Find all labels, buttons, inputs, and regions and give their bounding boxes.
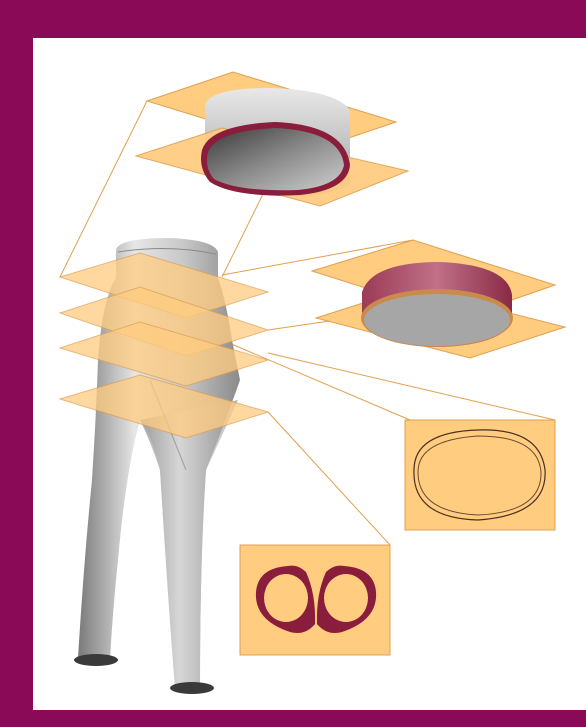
body-slice-surface: [364, 294, 510, 346]
hip-detail: [312, 240, 565, 358]
slicing-planes: [60, 253, 268, 438]
waistband-detail: [136, 72, 408, 206]
right-hem: [170, 682, 214, 694]
right-leg: [140, 400, 238, 689]
contour-detail: [405, 420, 555, 530]
connector-line: [268, 353, 555, 420]
leg-detail: [240, 545, 390, 655]
left-hem: [74, 654, 118, 666]
right-leg-interior: [324, 574, 368, 622]
connector-line: [222, 190, 265, 277]
left-leg-interior: [264, 574, 308, 622]
connector-line: [268, 412, 390, 545]
